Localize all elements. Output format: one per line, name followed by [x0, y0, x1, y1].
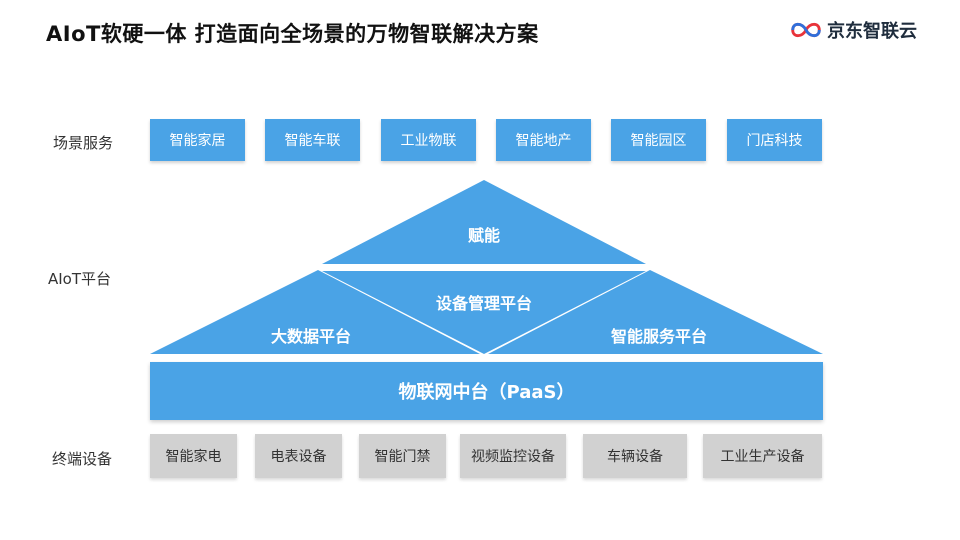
triangle-empower	[322, 180, 646, 264]
paas-platform: 物联网中台（PaaS）	[150, 362, 823, 420]
label-smart-service: 智能服务平台	[610, 327, 708, 346]
row-label-scene: 场景服务	[53, 134, 114, 152]
scene-smart-vehicle: 智能车联	[265, 119, 360, 161]
jd-cloud-logo-icon	[791, 22, 821, 38]
device-meter: 电表设备	[255, 434, 342, 478]
page-title: AIoT软硬一体 打造面向全场景的万物智联解决方案	[46, 22, 539, 46]
triangle-device-management	[322, 271, 646, 354]
scene-industrial-iot: 工业物联	[381, 119, 476, 161]
scene-smart-home: 智能家居	[150, 119, 245, 161]
logo-text: 京东智联云	[827, 21, 917, 42]
triangle-big-data	[150, 270, 480, 354]
device-industrial-production: 工业生产设备	[703, 434, 822, 478]
triangle-smart-service	[488, 270, 823, 354]
device-vehicle: 车辆设备	[583, 434, 687, 478]
label-empower: 赋能	[467, 226, 501, 245]
scene-smart-realestate: 智能地产	[496, 119, 591, 161]
row-label-device: 终端设备	[52, 450, 113, 468]
scene-smart-park: 智能园区	[611, 119, 706, 161]
device-video-surveillance: 视频监控设备	[460, 434, 566, 478]
scene-store-tech: 门店科技	[727, 119, 822, 161]
label-big-data: 大数据平台	[270, 327, 352, 346]
brand-logo: 京东智联云	[787, 16, 917, 44]
label-device-management: 设备管理平台	[435, 294, 533, 313]
device-access-control: 智能门禁	[359, 434, 446, 478]
row-label-platform: AIoT平台	[48, 270, 112, 288]
device-smart-appliance: 智能家电	[150, 434, 237, 478]
